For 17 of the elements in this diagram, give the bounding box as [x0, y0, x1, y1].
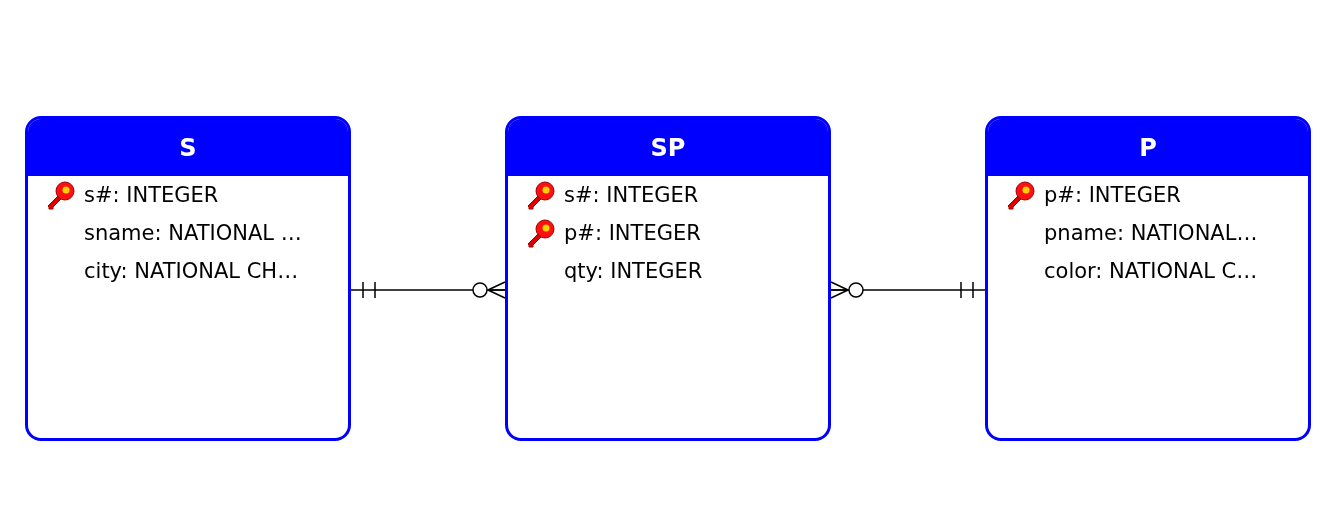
entity-title: SP: [508, 119, 828, 176]
entity-title: S: [28, 119, 348, 176]
attribute-text: sname: NATIONAL …: [84, 220, 302, 246]
attribute-text: p#: INTEGER: [564, 220, 701, 246]
entity-card: [505, 116, 831, 441]
entity-title: P: [988, 119, 1308, 176]
attribute-text: city: NATIONAL CH…: [84, 258, 299, 284]
relationship-line: [830, 281, 986, 299]
attribute-text: qty: INTEGER: [564, 258, 703, 284]
relationship-line: [350, 281, 506, 299]
attribute-text: pname: NATIONAL…: [1044, 220, 1258, 246]
entity-card: [25, 116, 351, 441]
attribute-text: s#: INTEGER: [564, 182, 699, 208]
attribute-text: color: NATIONAL C…: [1044, 258, 1258, 284]
attribute-text: p#: INTEGER: [1044, 182, 1181, 208]
entity-card: [985, 116, 1311, 441]
attribute-text: s#: INTEGER: [84, 182, 219, 208]
